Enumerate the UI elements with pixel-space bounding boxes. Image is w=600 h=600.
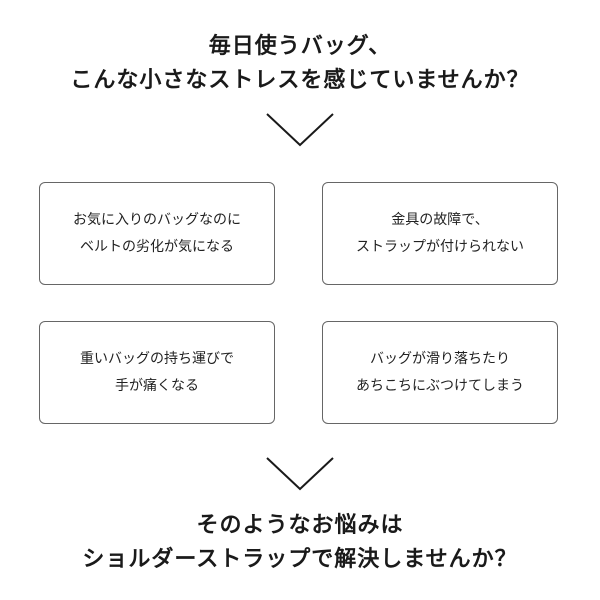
pain-point-card-hand-pain: 重いバッグの持ち運びで 手が痛くなる: [39, 321, 275, 424]
bottom-headline-line-1: そのようなお悩みは: [196, 513, 404, 538]
top-headline-line-2: こんな小さなストレスを感じていませんか？: [70, 68, 530, 93]
card-text-line-1: 重いバッグの持ち運びで: [80, 350, 234, 367]
bottom-headline: そのようなお悩みは ショルダーストラップで解決しませんか？: [0, 509, 600, 577]
card-text-line-1: 金具の故障で、: [391, 211, 489, 228]
top-headline: 毎日使うバッグ、 こんな小さなストレスを感じていませんか？: [0, 30, 600, 98]
card-text-line-2: ストラップが付けられない: [356, 238, 524, 255]
card-text-line-2: 手が痛くなる: [115, 377, 199, 394]
card-text-line-2: ベルトの劣化が気になる: [80, 238, 234, 255]
chevron-down-icon: [266, 457, 334, 491]
card-text-line-2: あちこちにぶつけてしまう: [356, 377, 524, 394]
card-text-line-1: お気に入りのバッグなのに: [73, 211, 241, 228]
card-text-line-1: バッグが滑り落ちたり: [370, 350, 510, 367]
bottom-headline-line-2: ショルダーストラップで解決しませんか？: [82, 547, 518, 572]
top-headline-line-1: 毎日使うバッグ、: [208, 34, 392, 59]
pain-point-card-hardware-failure: 金具の故障で、 ストラップが付けられない: [322, 182, 558, 285]
pain-point-card-belt-deterioration: お気に入りのバッグなのに ベルトの劣化が気になる: [39, 182, 275, 285]
pain-point-card-bag-slipping: バッグが滑り落ちたり あちこちにぶつけてしまう: [322, 321, 558, 424]
chevron-down-icon: [266, 113, 334, 147]
